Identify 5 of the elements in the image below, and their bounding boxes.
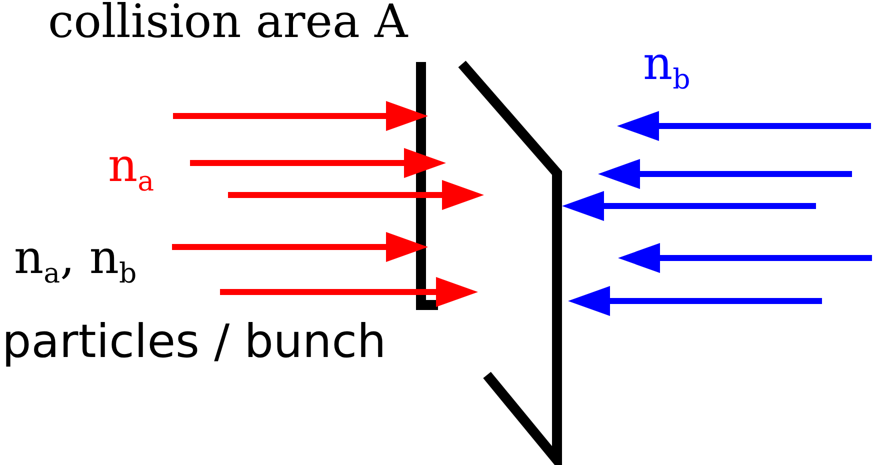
unit-label: particles / bunch	[2, 316, 386, 367]
symbol-label: n$_{a}$, n$_{b}$	[14, 232, 137, 289]
symbol-label: n$_{b}$	[643, 38, 690, 95]
collision-area-label: collision area A	[48, 0, 408, 47]
symbol-label: n$_{a}$	[108, 140, 154, 197]
